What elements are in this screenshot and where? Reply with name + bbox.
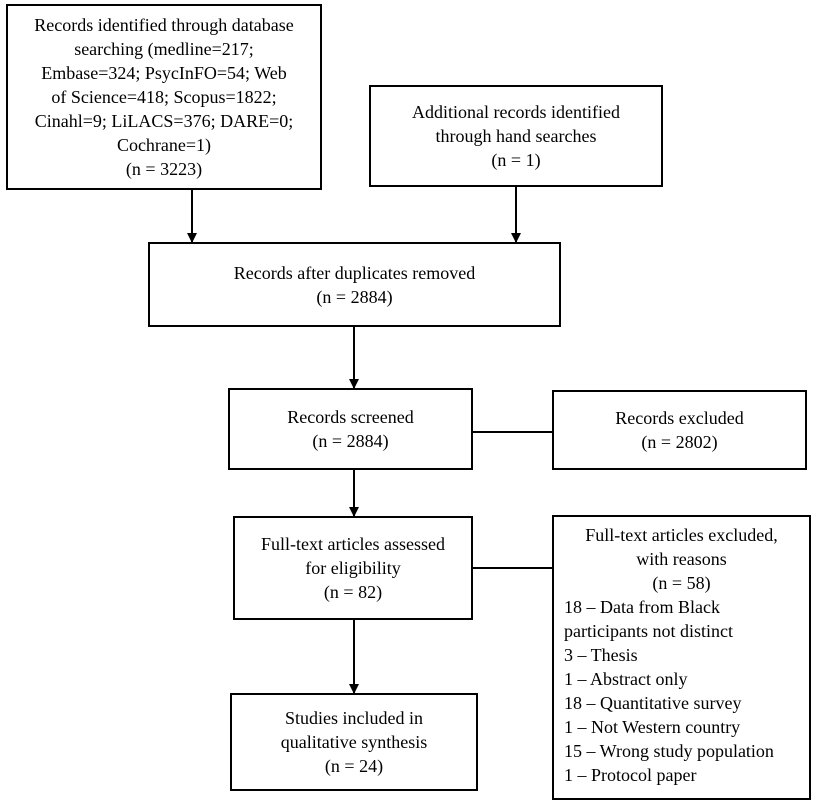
- box-line: searching (medline=217;: [74, 39, 254, 59]
- box-line: Studies included in: [285, 708, 423, 728]
- records-screened-box: Records screened (n = 2884): [228, 388, 473, 470]
- box-line: (n = 82): [323, 582, 383, 602]
- box-line: Embase=324; PsycInFO=54; Web: [41, 63, 287, 83]
- box-line: Additional records identified: [412, 102, 620, 122]
- box-line: with reasons: [636, 549, 727, 569]
- box-line: (n = 2802): [641, 432, 718, 452]
- box-line: (n = 24): [324, 756, 384, 776]
- box-line: qualitative synthesis: [280, 732, 428, 752]
- exclusion-reason: 18 – Data from Black: [564, 597, 720, 617]
- box-line: Full-text articles excluded,: [585, 525, 778, 545]
- box-line: through hand searches: [435, 126, 597, 146]
- exclusion-reason: 1 – Not Western country: [564, 717, 741, 737]
- box-line: (n = 2884): [312, 431, 389, 451]
- box-line: Records identified through database: [34, 15, 294, 35]
- box-line: (n = 3223): [125, 159, 203, 179]
- studies-included-box: Studies included in qualitative synthesi…: [230, 693, 478, 791]
- box-line: (n = 58): [652, 573, 711, 593]
- exclusion-reason: 1 – Abstract only: [564, 669, 688, 689]
- box-line: Cochrane=1): [116, 135, 212, 155]
- duplicates-removed-box: Records after duplicates removed (n = 28…: [148, 242, 561, 327]
- box-line: of Science=418; Scopus=1822;: [51, 87, 277, 107]
- records-excluded-box: Records excluded (n = 2802): [552, 390, 807, 470]
- box-line: Records screened: [287, 407, 414, 427]
- exclusion-reason: 1 – Protocol paper: [564, 765, 697, 785]
- box-line: Full-text articles assessed: [261, 534, 445, 554]
- box-line: Cinahl=9; LiLACS=376; DARE=0;: [34, 111, 294, 131]
- full-text-excluded-box: Full-text articles excluded, with reason…: [552, 515, 811, 800]
- exclusion-reason: 18 – Quantitative survey: [564, 693, 742, 713]
- database-search-box: Records identified through database sear…: [6, 4, 322, 190]
- exclusion-reason: participants not distinct: [564, 621, 733, 641]
- box-line: for eligibility: [305, 558, 401, 578]
- hand-search-box: Additional records identified through ha…: [369, 85, 663, 187]
- box-line: (n = 2884): [316, 286, 393, 307]
- box-line: Records excluded: [615, 408, 744, 428]
- exclusion-reason: 15 – Wrong study population: [564, 741, 774, 761]
- full-text-assessed-box: Full-text articles assessed for eligibil…: [233, 516, 473, 620]
- exclusion-reason: 3 – Thesis: [564, 645, 638, 665]
- box-line: (n = 1): [491, 150, 541, 170]
- box-line: Records after duplicates removed: [233, 262, 476, 283]
